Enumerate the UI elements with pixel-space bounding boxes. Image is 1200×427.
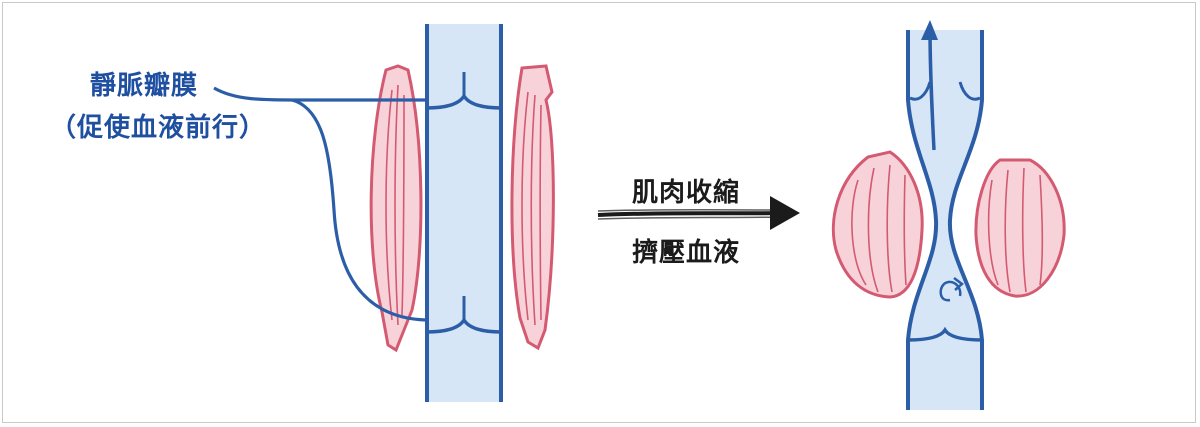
lower-valve-closed bbox=[907, 326, 983, 342]
right-contracted-muscle-left bbox=[831, 150, 924, 299]
left-vein bbox=[425, 24, 503, 402]
right-vein-squeezed bbox=[906, 20, 984, 410]
action-label-bottom: 擠壓血液 bbox=[632, 238, 741, 268]
valve-title: 靜脈瓣膜 bbox=[89, 71, 198, 101]
transition-arrow bbox=[597, 196, 800, 230]
upper-valve-open bbox=[909, 81, 932, 101]
action-label-top: 肌肉收縮 bbox=[632, 178, 741, 208]
right-contracted-muscle-right bbox=[974, 158, 1066, 298]
valve-callout-upper bbox=[213, 86, 426, 102]
valve-label-block: 靜脈瓣膜 （促使血液前行） bbox=[50, 70, 265, 144]
valve-note: （促使血液前行） bbox=[50, 113, 267, 143]
left-relaxed-muscle-left bbox=[369, 64, 423, 353]
valve-callout-lower bbox=[291, 98, 427, 322]
left-relaxed-muscle-right bbox=[510, 64, 555, 351]
